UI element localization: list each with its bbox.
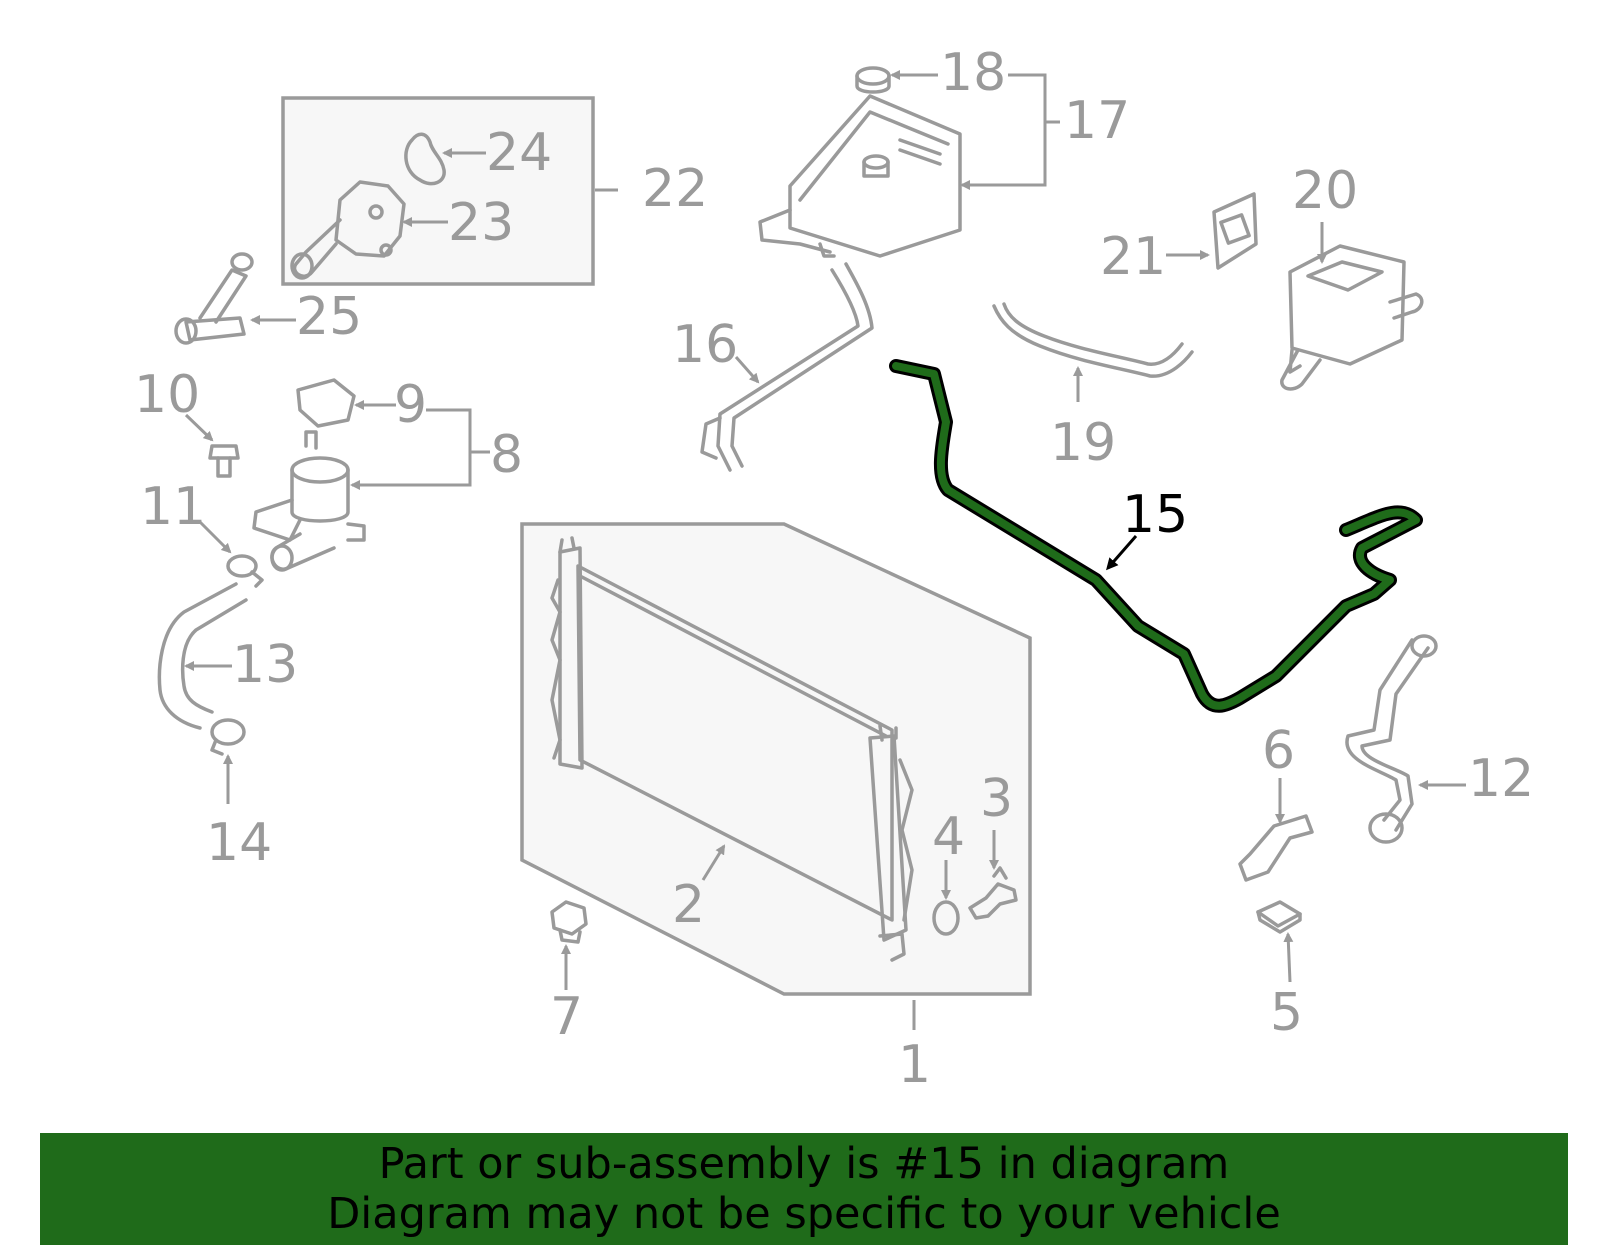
part-12-hose [1345, 634, 1466, 844]
callout-5: 5 [1270, 983, 1303, 1043]
callout-18: 18 [940, 43, 1006, 103]
part-15-highlighted-hose [889, 359, 1423, 713]
banner-line-2: Diagram may not be specific to your vehi… [327, 1189, 1281, 1239]
part-23-water-outlet [290, 180, 448, 280]
part-2-leader [701, 844, 726, 881]
part-3-drain-plug [968, 830, 1018, 920]
callout-21: 21 [1100, 227, 1166, 287]
part-19-hose [992, 302, 1194, 402]
callout-24: 24 [486, 123, 552, 183]
callout-8: 8 [490, 425, 523, 485]
part-22-kit-box [281, 96, 618, 286]
part-4-o-ring [932, 860, 960, 936]
part-8-filler-neck [252, 408, 490, 572]
part-5-clip [1256, 900, 1302, 983]
callout-9: 9 [394, 375, 427, 435]
part-13-hose [157, 582, 248, 730]
info-banner: Part or sub-assembly is #15 in diagram D… [40, 1133, 1568, 1245]
callout-2: 2 [672, 875, 705, 935]
callout-7: 7 [550, 987, 583, 1047]
part-1-radiator-assembly [520, 522, 1032, 1030]
callout-19: 19 [1050, 413, 1116, 473]
callout-13: 13 [232, 635, 298, 695]
callout-1: 1 [898, 1035, 931, 1095]
callout-17: 17 [1064, 91, 1130, 151]
part-18-cap [855, 66, 938, 94]
callout-6: 6 [1262, 721, 1295, 781]
callout-22: 22 [642, 159, 708, 219]
callout-14: 14 [206, 813, 272, 873]
part-7-nut [550, 900, 588, 990]
part-21-gasket [1166, 192, 1258, 270]
part-11-clamp [198, 520, 264, 588]
part-9-cap [296, 378, 396, 428]
part-16-hose [700, 262, 874, 472]
callout-3: 3 [980, 769, 1013, 829]
callout-4: 4 [932, 807, 965, 867]
callout-12: 12 [1468, 749, 1534, 809]
part-20-thermostat-housing [1280, 222, 1424, 391]
callout-25: 25 [296, 287, 362, 347]
part-25-hose [174, 252, 296, 345]
callout-16: 16 [672, 315, 738, 375]
callout-11: 11 [140, 477, 206, 537]
part-6-bracket [1238, 778, 1314, 882]
part-24-gasket [404, 132, 486, 186]
callout-23: 23 [448, 193, 514, 253]
part-14-clamp [210, 718, 246, 804]
callout-15-highlighted: 15 [1122, 485, 1188, 545]
part-17-reservoir [758, 73, 1060, 258]
part-10-bolt [184, 413, 240, 478]
callout-10: 10 [134, 365, 200, 425]
banner-line-1: Part or sub-assembly is #15 in diagram [378, 1139, 1230, 1189]
callout-20: 20 [1292, 161, 1358, 221]
